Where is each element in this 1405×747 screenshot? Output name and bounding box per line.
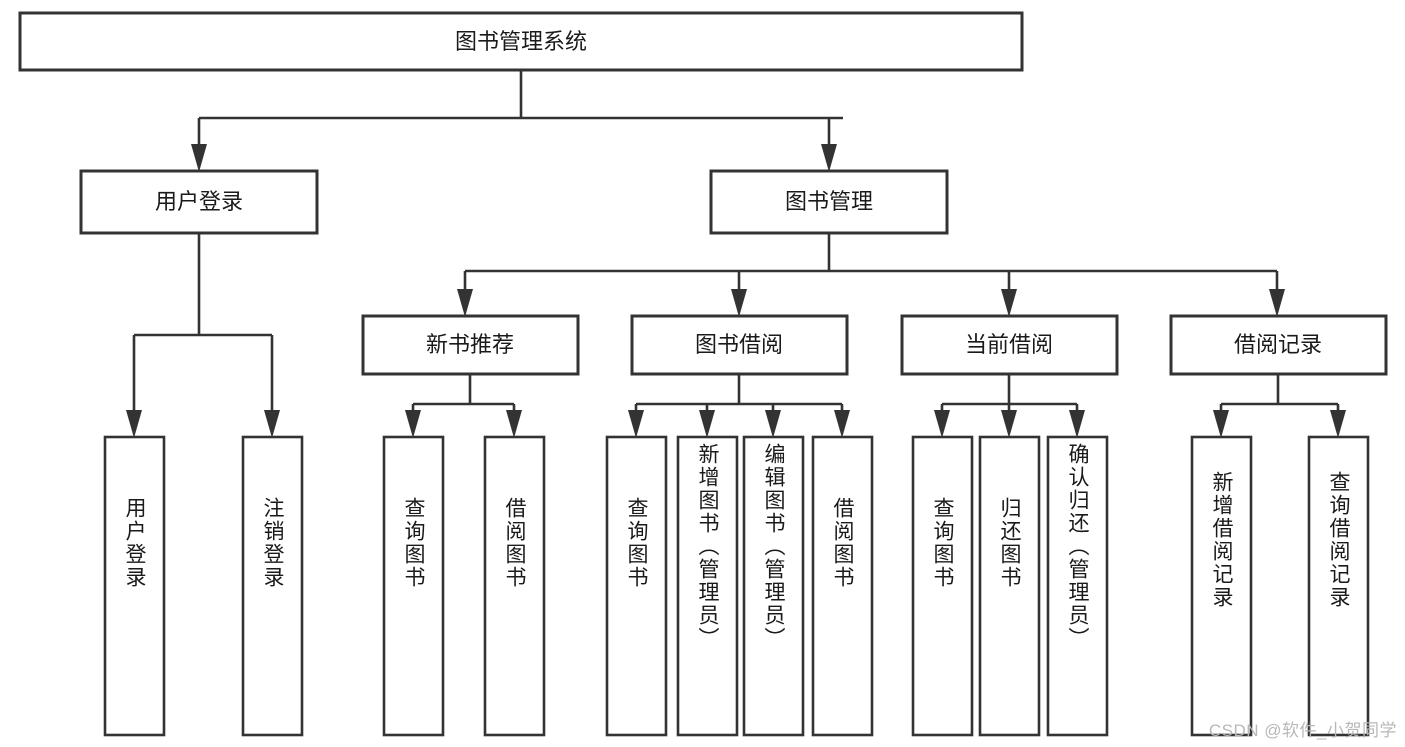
leafbox-add-record[interactable]: [1190, 435, 1253, 737]
leafbox-edit-book[interactable]: [742, 435, 805, 737]
leafbox-query-book-1[interactable]: [382, 435, 445, 737]
csdn-watermark: CSDN @软件_小贺同学: [1208, 721, 1397, 740]
label-current-borrow: 当前借阅: [965, 332, 1053, 357]
connector-root-to-level2: [191, 71, 843, 172]
label-book-borrow: 图书借阅: [695, 332, 783, 357]
connector-borrowrecord-to-leaves: [1213, 374, 1346, 438]
leafbox-borrow-book-2[interactable]: [811, 435, 874, 737]
node-new-book-recommend[interactable]: [361, 314, 580, 376]
leafbox-borrow-book-1[interactable]: [483, 435, 546, 737]
label-borrow-record: 借阅记录: [1234, 332, 1322, 357]
connector-currentborrow-to-leaves: [934, 374, 1085, 438]
leafbox-add-book[interactable]: [676, 435, 739, 737]
leafbox-return-book[interactable]: [978, 435, 1041, 737]
node-root-system[interactable]: [18, 11, 1024, 72]
connector-bookmanage-to-level3: [457, 233, 1285, 317]
node-book-manage[interactable]: [709, 169, 949, 235]
label-new-book-recommend: 新书推荐: [426, 332, 514, 357]
node-book-borrow[interactable]: [630, 314, 849, 376]
leafbox-user-login[interactable]: [103, 435, 166, 737]
leafbox-confirm-return[interactable]: [1046, 435, 1109, 737]
connector-bookborrow-to-leaves: [628, 374, 850, 438]
label-book-manage: 图书管理: [785, 189, 873, 214]
label-user-login: 用户登录: [155, 189, 243, 214]
node-borrow-record[interactable]: [1169, 314, 1388, 376]
node-user-login[interactable]: [79, 169, 319, 235]
connector-newbook-to-leaves: [405, 374, 522, 438]
node-current-borrow[interactable]: [900, 314, 1119, 376]
leafbox-query-book-3[interactable]: [911, 435, 974, 737]
leafbox-logout-login[interactable]: [241, 435, 304, 737]
leafbox-query-book-2[interactable]: [605, 435, 668, 737]
connector-userlogin-to-leaves: [126, 233, 280, 438]
label-root-system: 图书管理系统: [455, 29, 587, 54]
leafbox-query-record[interactable]: [1307, 435, 1370, 737]
